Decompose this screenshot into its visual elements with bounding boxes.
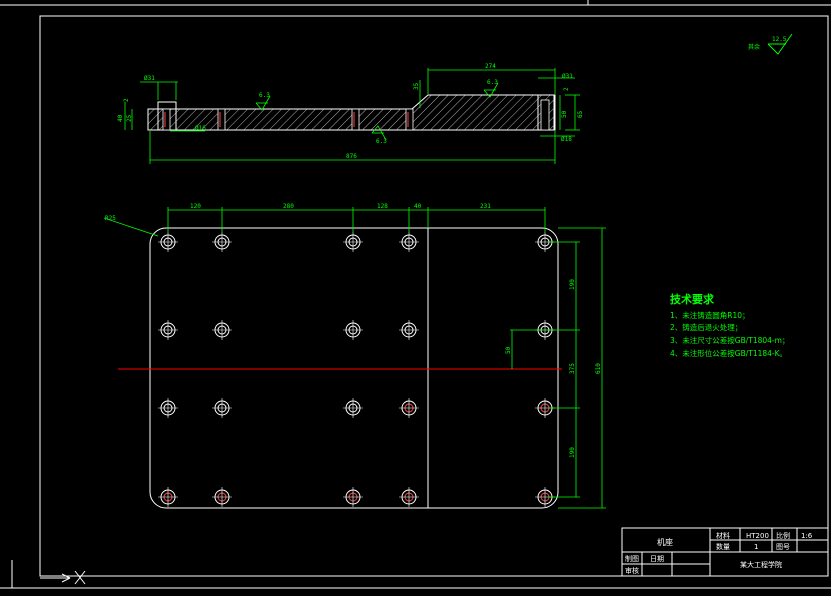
roughness-value: 6.3 xyxy=(376,138,387,145)
material-label: 材料 xyxy=(716,531,730,540)
surface-finish-label: 其余 xyxy=(748,43,760,51)
dim-h25: 25 xyxy=(126,114,133,122)
dim-d31-right: Ø31 xyxy=(562,73,573,80)
dim-d31-left: Ø31 xyxy=(144,75,155,82)
requirement-line-1: 1、未注铸造圆角R10； xyxy=(670,310,750,320)
bolt-hole xyxy=(343,320,363,340)
surface-finish-note: 其余 12.5 xyxy=(748,33,793,55)
requirement-line-4: 4、未注形位公差按GB/T1184-K。 xyxy=(670,348,787,358)
school-name: 某大工程学院 xyxy=(740,560,782,569)
section-view: Ø31 Ø16 2 40 25 274 Ø31 2 35 65 50 Ø18 8… xyxy=(117,63,584,164)
scale-label: 比例 xyxy=(776,531,790,540)
drawing-no-label: 图号 xyxy=(776,543,790,551)
requirement-line-3: 3、未注尺寸公差按GB/T1804-m； xyxy=(670,335,789,345)
dim-d18: Ø18 xyxy=(561,136,572,143)
requirements-title: 技术要求 xyxy=(670,292,715,306)
bolt-hole xyxy=(399,320,419,340)
dim-231: 231 xyxy=(480,203,491,210)
base-plate-outline xyxy=(149,227,559,509)
roughness-value: 6.3 xyxy=(487,79,498,86)
part-name: 机座 xyxy=(657,537,673,547)
requirement-line-2: 2、铸造后退火处理； xyxy=(670,322,742,332)
scale-value: 1:6 xyxy=(801,532,813,540)
dim-h40: 40 xyxy=(117,114,124,122)
plan-view: R25 120 280 128 40 231 190 50 375 190 61… xyxy=(103,203,606,509)
bolt-hole xyxy=(158,487,178,507)
dim-280: 280 xyxy=(283,203,294,210)
dim-r25: R25 xyxy=(105,215,116,222)
bolt-hole xyxy=(212,398,232,418)
bolt-hole xyxy=(212,232,232,252)
dim-610: 610 xyxy=(595,363,602,374)
dim-h2-left: 2 xyxy=(123,98,130,102)
bolt-hole xyxy=(399,487,419,507)
bolt-hole xyxy=(343,487,363,507)
surface-finish-value: 12.5 xyxy=(772,36,787,43)
dim-190-bottom: 190 xyxy=(569,447,576,458)
roughness-symbol: 6.3 xyxy=(255,92,271,111)
bolt-hole xyxy=(212,320,232,340)
bolt-hole xyxy=(343,232,363,252)
dim-h65: 65 xyxy=(577,110,584,118)
dim-40: 40 xyxy=(414,203,422,210)
bolt-hole xyxy=(343,398,363,418)
bolt-hole xyxy=(212,487,232,507)
dim-h2-right: 2 xyxy=(563,87,570,91)
quantity-label: 数量 xyxy=(716,542,730,551)
bolt-hole xyxy=(158,232,178,252)
drawing-border xyxy=(39,15,829,577)
date-label: 日期 xyxy=(650,555,664,563)
material-value: HT200 xyxy=(746,532,769,540)
section-body xyxy=(147,94,556,131)
dim-128: 128 xyxy=(377,203,388,210)
checker-label: 审核 xyxy=(625,566,639,575)
roughness-value: 6.3 xyxy=(259,92,270,99)
bolt-hole xyxy=(158,398,178,418)
dim-375: 375 xyxy=(569,363,576,374)
dim-h50: 50 xyxy=(561,110,568,118)
dim-876: 876 xyxy=(346,153,357,160)
designer-label: 制图 xyxy=(625,554,639,563)
title-block xyxy=(621,527,829,577)
dim-d16: Ø16 xyxy=(195,125,206,132)
dim-120: 120 xyxy=(190,203,201,210)
quantity-value: 1 xyxy=(754,543,758,551)
technical-requirements: 技术要求 1、未注铸造圆角R10； 2、铸造后退火处理； 3、未注尺寸公差按GB… xyxy=(670,292,789,358)
bolt-hole xyxy=(399,398,419,418)
dim-50: 50 xyxy=(505,346,512,354)
roughness-symbol: 6.3 xyxy=(483,79,499,98)
ucs-icon xyxy=(40,570,86,585)
dim-274: 274 xyxy=(485,63,496,70)
dim-190-top: 190 xyxy=(569,279,576,290)
dim-h35: 35 xyxy=(413,82,420,90)
roughness-symbol: 6.3 xyxy=(371,125,387,145)
bolt-hole xyxy=(158,320,178,340)
bolt-hole xyxy=(399,232,419,252)
